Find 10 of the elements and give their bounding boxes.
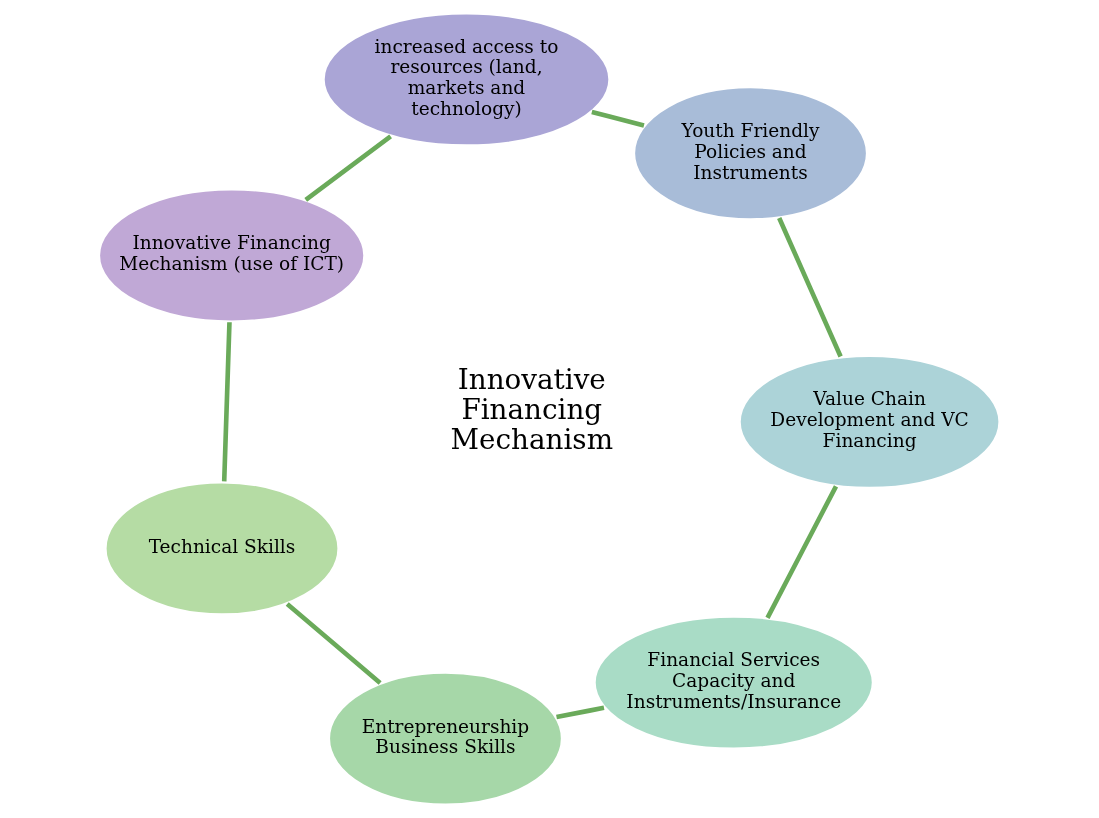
connector <box>285 602 382 685</box>
node-ellipse: increased access to resources (land, markets and technology) <box>321 11 612 148</box>
connector <box>591 109 645 128</box>
connector <box>777 217 843 358</box>
connector <box>556 705 605 720</box>
connector <box>765 485 839 619</box>
connector <box>304 134 392 202</box>
label: Innovative Financing Mechanism <box>450 362 614 457</box>
connector <box>221 322 232 482</box>
node-ellipse: Technical Skills <box>103 480 341 617</box>
